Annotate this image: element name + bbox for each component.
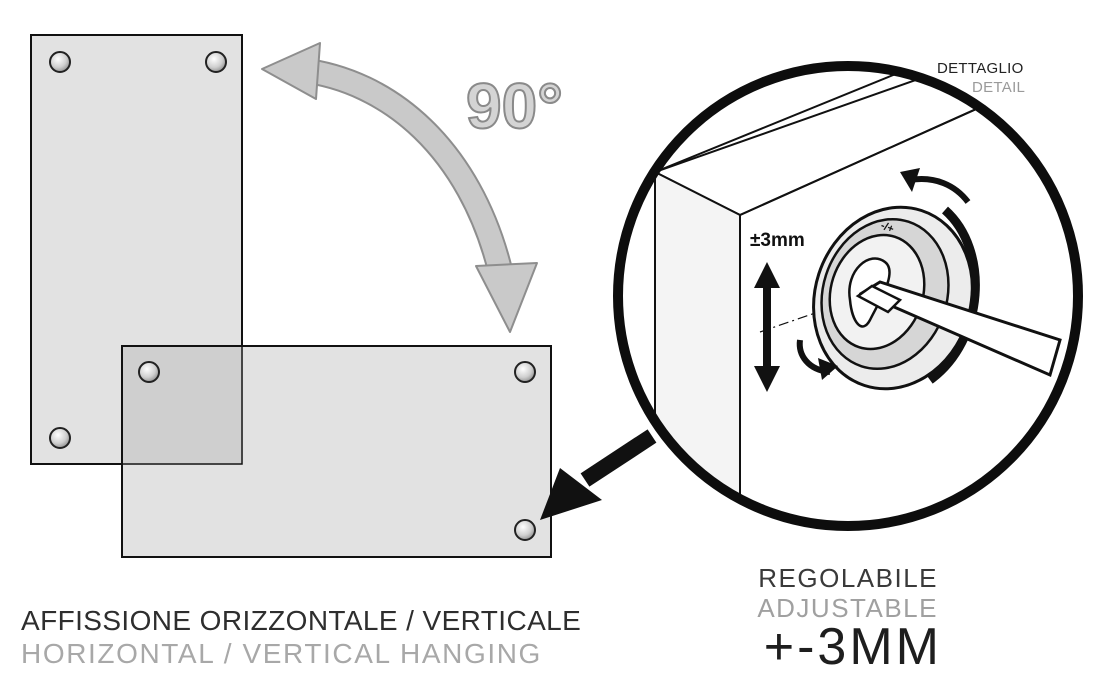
vertical-panel-screws <box>49 51 227 449</box>
detail-zoom: -/+ ±3mm <box>618 66 1078 526</box>
hanging-label-english: HORIZONTAL / VERTICAL HANGING <box>21 638 542 669</box>
hanging-label-italian: AFFISSIONE ORIZZONTALE / VERTICALE <box>21 605 582 636</box>
screwdriver-icon <box>855 280 1062 378</box>
screw-icon <box>514 361 536 383</box>
angle-label: 90° <box>466 70 563 142</box>
rotation-arrow-icon <box>261 42 538 333</box>
dial-rotation-arrows <box>796 168 971 380</box>
screw-icon <box>514 519 536 541</box>
tolerance-label: ±3mm <box>750 230 805 251</box>
detail-title-italian: DETTAGLIO <box>937 60 1024 77</box>
screw-icon <box>49 51 71 73</box>
dial-marks: -/+ <box>879 220 896 236</box>
adjustable-value: +-3MM <box>763 618 942 676</box>
adjustable-label-italian: REGOLABILE <box>758 563 938 593</box>
detail-circle <box>613 61 1083 531</box>
screw-icon <box>205 51 227 73</box>
screw-icon <box>49 427 71 449</box>
pointer-arrow-icon <box>540 429 657 520</box>
horizontal-panel-screws <box>138 361 536 541</box>
adjustable-label-english: ADJUSTABLE <box>757 593 938 623</box>
vertical-panel-outline <box>122 346 243 465</box>
detail-title-english: DETAIL <box>972 79 1026 96</box>
vertical-adjust-arrow-icon <box>754 262 780 392</box>
screw-icon <box>138 361 160 383</box>
panel-overlap <box>123 347 241 463</box>
